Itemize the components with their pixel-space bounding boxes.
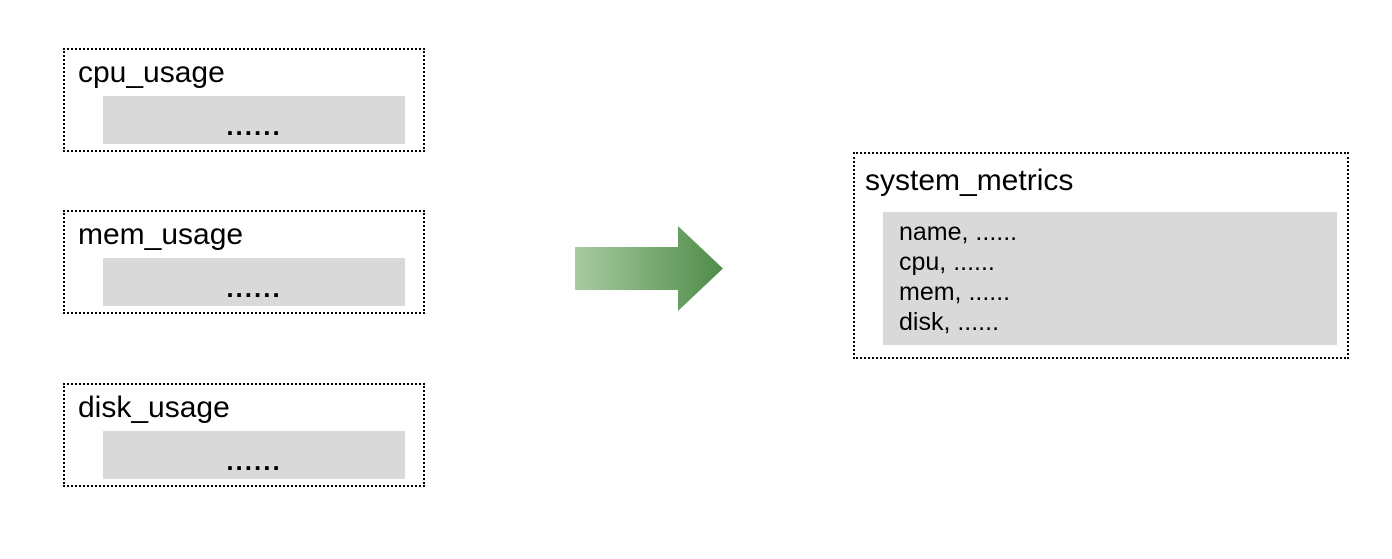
source-data-bar: ...... [103,431,405,479]
source-title-mem-usage: mem_usage [78,218,244,251]
source-data-bar: ...... [103,258,405,306]
ellipsis-placeholder: ...... [226,272,282,303]
source-title-cpu-usage: cpu_usage [78,56,225,89]
field-row-name: name, ...... [899,218,1018,246]
source-box-disk-usage: disk_usage ...... [63,383,425,487]
result-title: system_metrics [865,164,1074,197]
source-box-mem-usage: mem_usage ...... [63,210,425,314]
merge-arrow-icon [575,226,723,311]
result-box-system-metrics: system_metrics name, ...... cpu, ...... … [853,152,1349,359]
source-title-disk-usage: disk_usage [78,391,230,424]
field-row-cpu: cpu, ...... [899,248,995,276]
ellipsis-placeholder: ...... [226,445,282,476]
result-fields-panel: name, ...... cpu, ...... mem, ...... dis… [883,212,1337,345]
source-data-bar: ...... [103,96,405,144]
field-row-disk: disk, ...... [899,308,1000,336]
source-box-cpu-usage: cpu_usage ...... [63,48,425,152]
field-row-mem: mem, ...... [899,278,1011,306]
ellipsis-placeholder: ...... [226,110,282,141]
